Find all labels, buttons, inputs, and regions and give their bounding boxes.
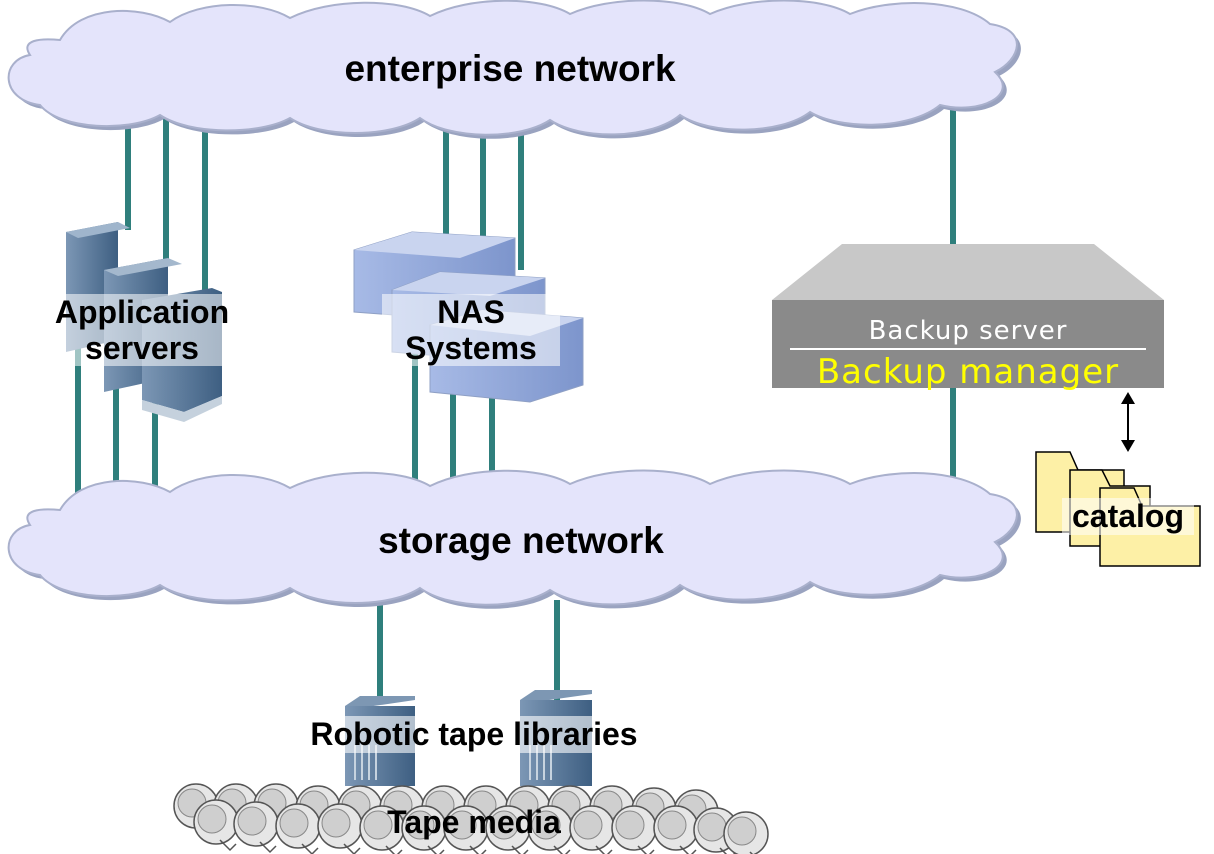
storage-network-label: storage network [378,520,664,561]
tape-libraries-label: Robotic tape libraries [268,716,680,753]
nas-line2: Systems [405,330,537,366]
backup-manager-label: Backup manager [816,352,1120,392]
app-servers-line2: servers [85,330,199,366]
nas-line1: NAS [437,294,505,330]
catalog-label: catalog [1062,498,1194,535]
tape-media-label: Tape media [387,804,561,840]
enterprise-links [125,85,956,300]
app-servers-line1: Application [54,294,230,330]
double-arrow-icon [1121,392,1135,452]
nas-systems-label: NAS Systems [382,294,560,366]
backup-server-label: Backup server [868,316,1068,346]
storage-network-cloud [7,469,1021,609]
enterprise-network-cloud [7,0,1021,139]
application-servers-label: Application servers [38,294,246,366]
enterprise-network-label: enterprise network [344,48,676,89]
backup-server-box [772,244,1164,388]
